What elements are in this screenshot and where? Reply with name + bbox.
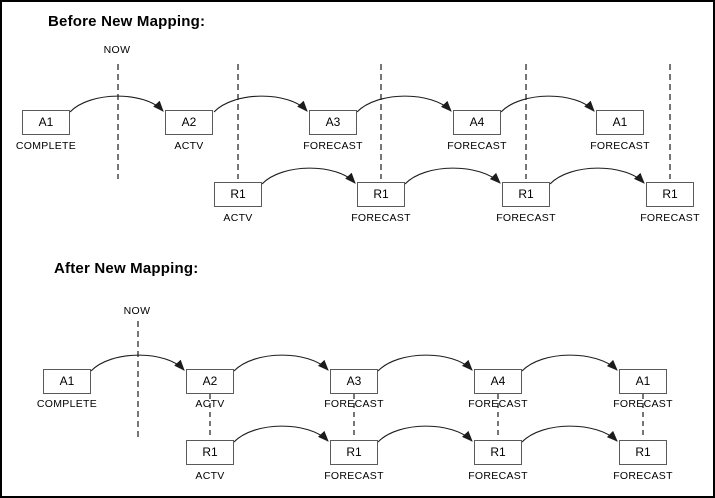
- after-resource-status-4: FORECAST: [613, 470, 673, 482]
- flow-arrow: [404, 167, 501, 185]
- flow-arrow: [377, 354, 473, 372]
- flow-arrow: [69, 95, 164, 113]
- before-resource-box-1: R1: [214, 182, 262, 207]
- after-section-title: After New Mapping:: [54, 260, 199, 277]
- after-activity-box-5: A1: [619, 369, 667, 394]
- after-activity-box-3: A3: [330, 369, 378, 394]
- before-activity-status-1: COMPLETE: [15, 140, 77, 152]
- flow-arrow: [521, 425, 618, 443]
- after-resource-status-1: ACTV: [195, 470, 225, 482]
- after-activity-box-2: A2: [186, 369, 234, 394]
- before-section-title: Before New Mapping:: [48, 13, 206, 30]
- flow-arrow: [233, 425, 329, 443]
- before-resource-status-4: FORECAST: [640, 212, 700, 224]
- before-activity-box-2: A2: [165, 110, 213, 135]
- before-activity-box-4: A4: [453, 110, 501, 135]
- before-resource-box-2: R1: [357, 182, 405, 207]
- after-activity-box-1: A1: [43, 369, 91, 394]
- before-now-label: NOW: [103, 44, 131, 56]
- after-activity-status-3: FORECAST: [324, 398, 384, 410]
- after-activity-box-4: A4: [474, 369, 522, 394]
- flow-arrow: [213, 95, 308, 113]
- flow-arrow: [377, 425, 473, 443]
- flow-arrow: [549, 167, 645, 185]
- after-resource-box-2: R1: [330, 440, 378, 465]
- before-activity-status-5: FORECAST: [590, 140, 650, 152]
- flow-arrow: [90, 354, 185, 372]
- before-resource-status-3: FORECAST: [496, 212, 556, 224]
- before-resource-box-3: R1: [502, 182, 550, 207]
- after-resource-box-4: R1: [619, 440, 667, 465]
- after-activity-status-5: FORECAST: [613, 398, 673, 410]
- after-resource-status-3: FORECAST: [468, 470, 528, 482]
- before-activity-box-1: A1: [22, 110, 70, 135]
- flow-arrow: [356, 95, 452, 113]
- flow-arrow: [261, 167, 356, 185]
- before-resource-box-4: R1: [646, 182, 694, 207]
- before-activity-box-3: A3: [309, 110, 357, 135]
- flow-arrow: [521, 354, 618, 372]
- before-resource-status-2: FORECAST: [351, 212, 411, 224]
- after-resource-box-3: R1: [474, 440, 522, 465]
- before-activity-box-5: A1: [596, 110, 644, 135]
- before-activity-status-4: FORECAST: [447, 140, 507, 152]
- after-now-label: NOW: [123, 305, 151, 317]
- flow-arrow: [233, 354, 329, 372]
- after-activity-status-2: ACTV: [195, 398, 225, 410]
- flow-arrow: [500, 95, 595, 113]
- before-activity-status-3: FORECAST: [303, 140, 363, 152]
- after-activity-status-1: COMPLETE: [36, 398, 98, 410]
- after-activity-status-4: FORECAST: [468, 398, 528, 410]
- after-resource-box-1: R1: [186, 440, 234, 465]
- before-activity-status-2: ACTV: [174, 140, 204, 152]
- after-resource-status-2: FORECAST: [324, 470, 384, 482]
- before-resource-status-1: ACTV: [223, 212, 253, 224]
